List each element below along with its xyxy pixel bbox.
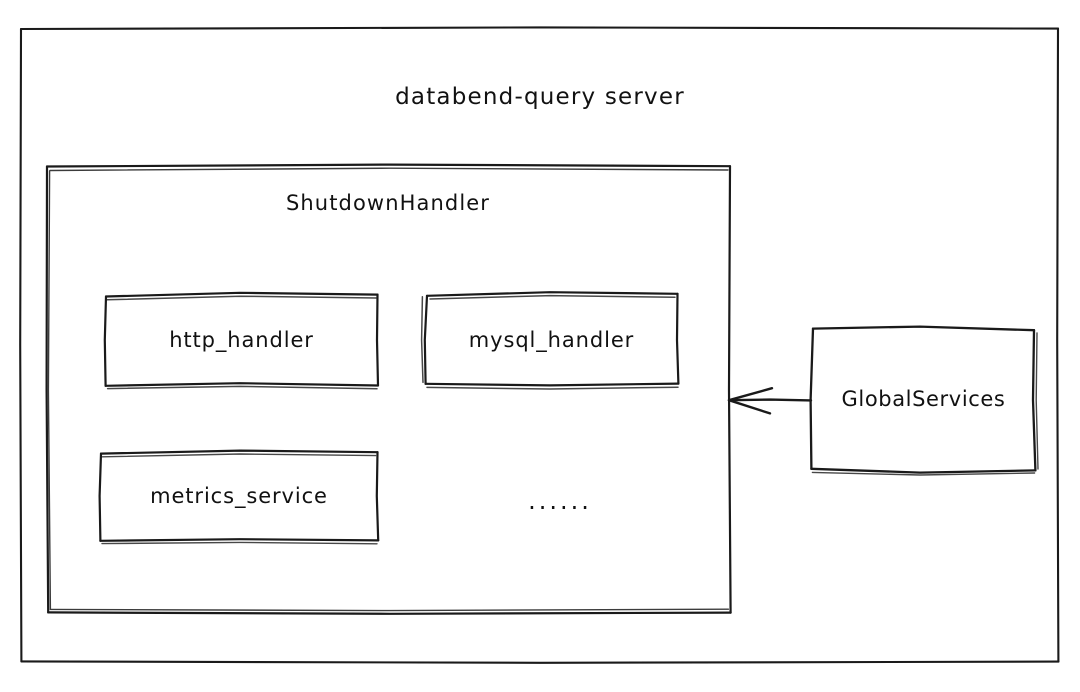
shutdown-handler-outline-second-stroke (47, 167, 730, 612)
metrics-service-outline-second-stroke (101, 453, 378, 545)
mysql-handler-label: mysql_handler (468, 328, 635, 352)
global-services-outline-second-stroke (811, 332, 1039, 476)
global-services-to-shutdown-handler-arrow (727, 387, 813, 415)
shutdown-handler-outline (45, 163, 732, 615)
http-handler-label: http_handler (169, 328, 314, 352)
mysql-handler-outline-second-stroke (420, 294, 679, 390)
metrics-service-label: metrics_service (150, 484, 328, 508)
more-services-ellipsis: ...... (528, 487, 592, 515)
shutdown-handler-label: ShutdownHandler (285, 191, 491, 215)
databend-query-server-boundary-outline (19, 26, 1060, 664)
metrics-service-outline (98, 449, 380, 542)
http-handler-outline (103, 291, 380, 387)
mysql-handler-outline (423, 291, 680, 387)
global-services-label: GlobalServices (841, 387, 1006, 411)
page-title: databend-query server (395, 84, 685, 110)
http-handler-outline-second-stroke (106, 295, 378, 390)
